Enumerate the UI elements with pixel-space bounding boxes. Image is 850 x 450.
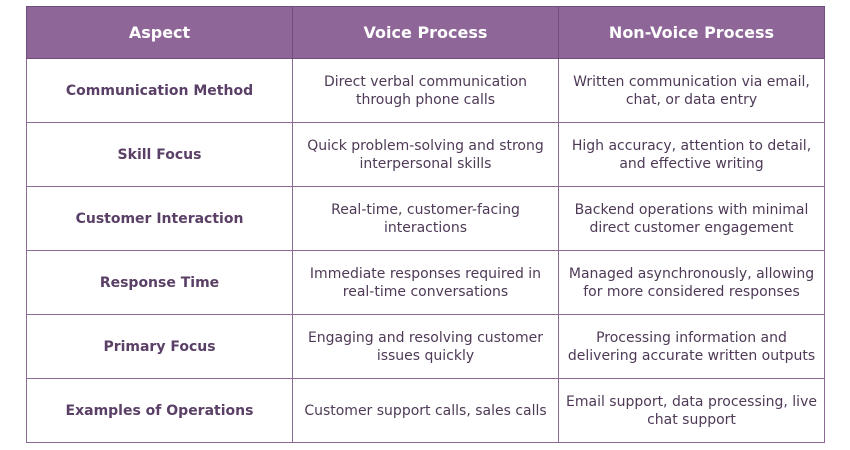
table-header: Aspect Voice Process Non-Voice Process <box>26 6 825 59</box>
voice-cell: Engaging and resolving customer issues q… <box>292 314 559 379</box>
voice-cell: Real-time, customer-facing interactions <box>292 186 559 251</box>
comparison-table-container: Aspect Voice Process Non-Voice Process C… <box>26 6 825 443</box>
non-voice-cell: Managed asynchronously, allowing for mor… <box>558 250 825 315</box>
non-voice-cell: Written communication via email, chat, o… <box>558 58 825 123</box>
comparison-table: Aspect Voice Process Non-Voice Process C… <box>26 6 825 443</box>
voice-cell: Customer support calls, sales calls <box>292 378 559 443</box>
table-body: Communication Method Direct verbal commu… <box>26 58 825 443</box>
aspect-cell: Skill Focus <box>26 122 293 187</box>
header-aspect: Aspect <box>26 6 293 59</box>
non-voice-cell: High accuracy, attention to detail, and … <box>558 122 825 187</box>
aspect-cell: Response Time <box>26 250 293 315</box>
voice-cell: Quick problem-solving and strong interpe… <box>292 122 559 187</box>
table-row: Communication Method Direct verbal commu… <box>26 58 825 123</box>
table-row: Primary Focus Engaging and resolving cus… <box>26 314 825 379</box>
header-row: Aspect Voice Process Non-Voice Process <box>26 6 825 59</box>
aspect-cell: Communication Method <box>26 58 293 123</box>
voice-cell: Direct verbal communication through phon… <box>292 58 559 123</box>
voice-cell: Immediate responses required in real-tim… <box>292 250 559 315</box>
table-row: Customer Interaction Real-time, customer… <box>26 186 825 251</box>
aspect-cell: Primary Focus <box>26 314 293 379</box>
table-row: Examples of Operations Customer support … <box>26 378 825 443</box>
aspect-cell: Examples of Operations <box>26 378 293 443</box>
header-voice-process: Voice Process <box>292 6 559 59</box>
header-non-voice-process: Non-Voice Process <box>558 6 825 59</box>
non-voice-cell: Email support, data processing, live cha… <box>558 378 825 443</box>
non-voice-cell: Processing information and delivering ac… <box>558 314 825 379</box>
non-voice-cell: Backend operations with minimal direct c… <box>558 186 825 251</box>
table-row: Skill Focus Quick problem-solving and st… <box>26 122 825 187</box>
aspect-cell: Customer Interaction <box>26 186 293 251</box>
table-row: Response Time Immediate responses requir… <box>26 250 825 315</box>
